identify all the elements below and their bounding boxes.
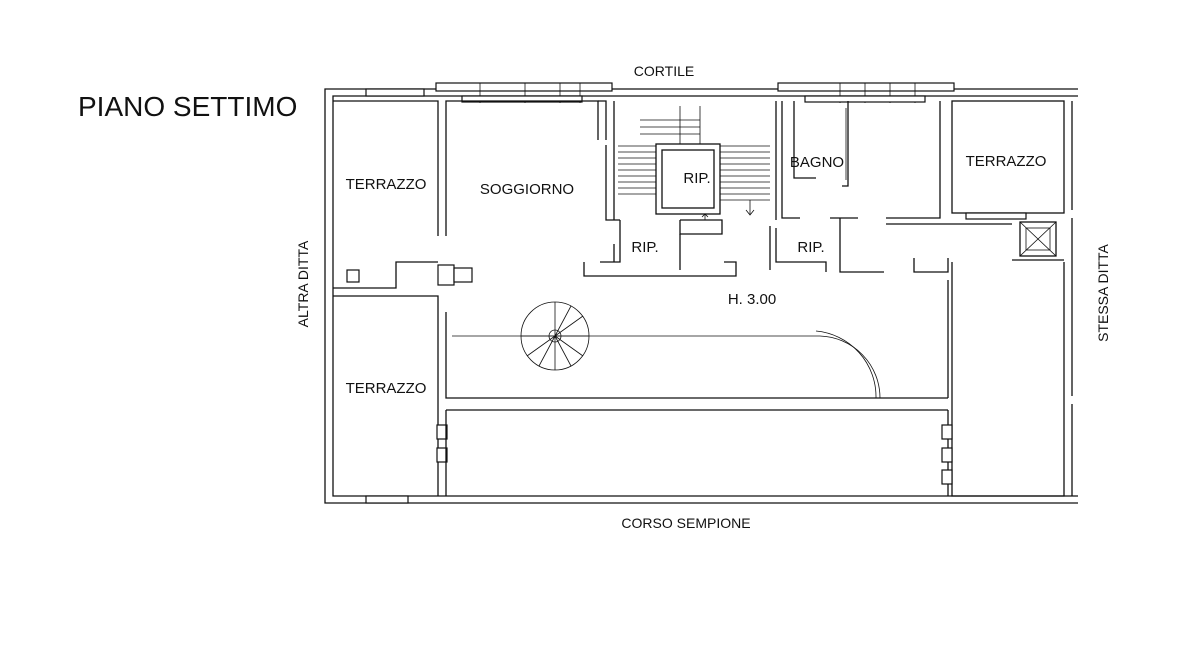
room-label-bagno: BAGNO xyxy=(790,154,844,171)
room-label-rip-right: RIP. xyxy=(797,239,824,256)
edge-label-bottom: CORSO SEMPIONE xyxy=(621,515,750,531)
edge-label-top: CORTILE xyxy=(634,63,694,79)
rip-middle-walls xyxy=(583,220,737,277)
edge-label-right: STESSA DITTA xyxy=(1095,243,1111,341)
street-windows xyxy=(365,495,409,504)
room-label-terrazzo-top-left: TERRAZZO xyxy=(346,176,427,193)
courtyard-windows xyxy=(365,82,955,103)
left-terraces xyxy=(333,100,448,496)
room-label-rip-stair-core: RIP. xyxy=(683,170,710,187)
plan-title: PIANO SETTIMO xyxy=(78,91,297,122)
room-label-terrazzo-right: TERRAZZO xyxy=(966,153,1047,170)
right-terrace-walls xyxy=(886,100,1073,497)
stair-core xyxy=(613,101,777,235)
room-label-soggiorno: SOGGIORNO xyxy=(480,181,574,198)
height-note: H. 3.00 xyxy=(728,291,776,308)
room-label-rip-lower-middle: RIP. xyxy=(631,239,658,256)
spiral-staircase xyxy=(520,301,590,371)
room-label-terrazzo-bottom-left: TERRAZZO xyxy=(346,380,427,397)
bath-walls xyxy=(769,101,941,273)
living-area-walls xyxy=(437,100,948,496)
edge-label-left: ALTRA DITTA xyxy=(295,240,311,327)
